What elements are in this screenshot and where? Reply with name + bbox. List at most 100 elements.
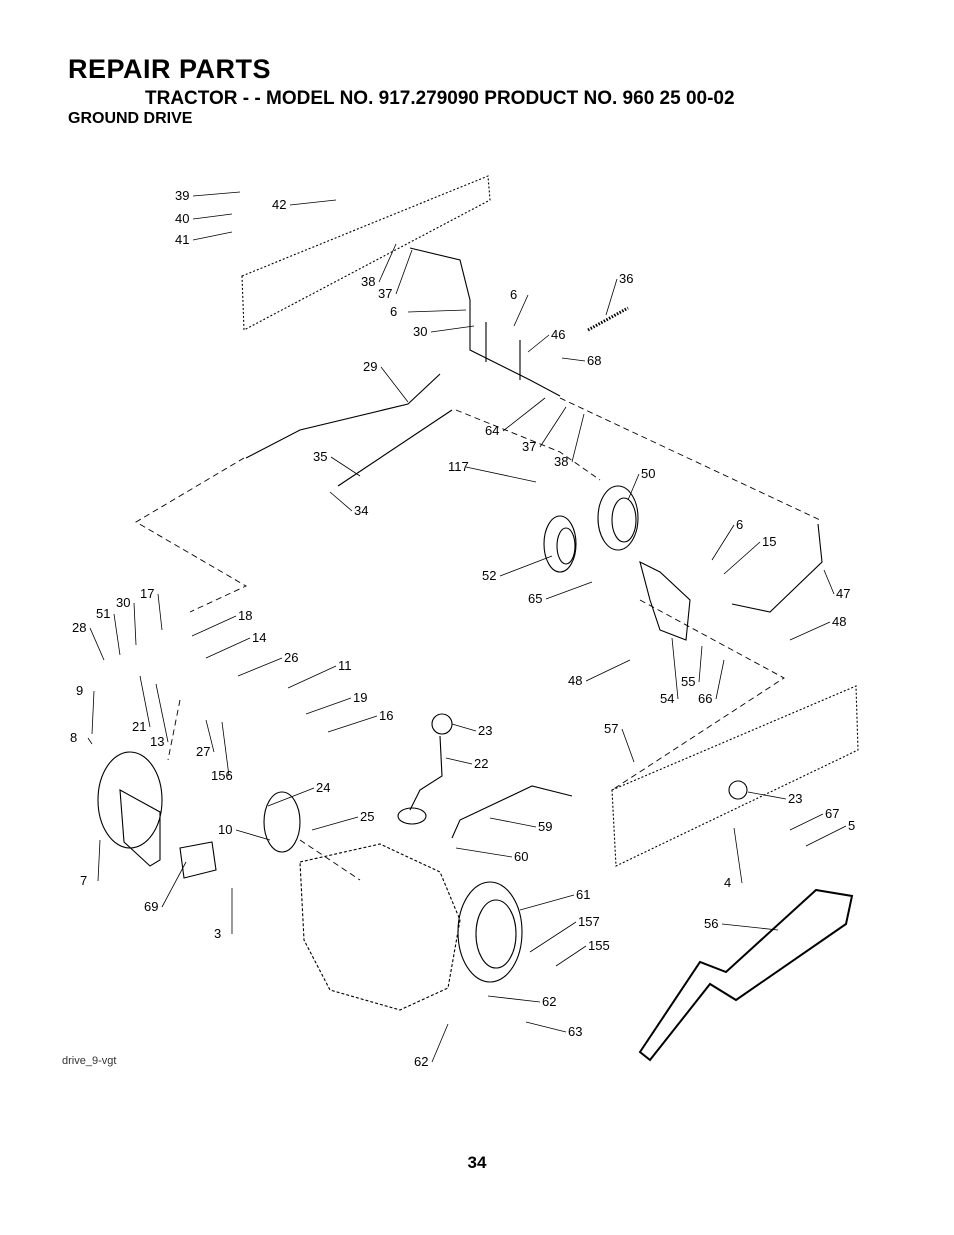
leader-line	[97, 839, 101, 882]
callout-14: 14	[205, 630, 266, 659]
frame-rail-lower	[611, 685, 859, 867]
part-number-label: 42	[272, 197, 286, 212]
callout-16: 16	[327, 708, 393, 733]
part-number-label: 5	[848, 818, 855, 833]
callout-27: 27	[196, 719, 215, 759]
callout-48: 48	[789, 614, 846, 641]
leader-line	[87, 737, 93, 745]
callout-7: 7	[80, 839, 101, 888]
part-number-label: 6	[736, 517, 743, 532]
leader-line	[89, 627, 105, 661]
leader-line	[407, 309, 467, 313]
callout-29: 29	[363, 359, 409, 403]
leader-line	[585, 659, 631, 682]
part-number-label: 8	[70, 730, 77, 745]
knob-23b	[728, 780, 748, 800]
leader-line	[525, 1021, 567, 1033]
leader-line	[513, 294, 529, 327]
axle-hub	[97, 751, 163, 849]
leader-line	[733, 827, 743, 884]
leader-line	[789, 813, 824, 831]
part-number-label: 117	[448, 459, 469, 474]
assembly-lines	[135, 397, 821, 881]
rod-35	[337, 409, 453, 487]
leader-line	[378, 243, 397, 283]
part-number-label: 41	[175, 232, 189, 247]
callout-10: 10	[218, 822, 271, 841]
part-number-label: 47	[836, 586, 850, 601]
callout-4: 4	[724, 827, 743, 890]
callout-156: 156	[211, 721, 233, 783]
part-number-label: 4	[724, 875, 731, 890]
part-number-label: 18	[238, 608, 252, 623]
callout-6: 6	[711, 517, 743, 561]
leader-line	[561, 357, 586, 362]
transaxle	[299, 843, 461, 1011]
callout-8: 8	[70, 730, 93, 745]
callout-6: 6	[510, 287, 529, 327]
part-number-label: 48	[832, 614, 846, 629]
part-number-label: 69	[144, 899, 158, 914]
leader-line	[133, 602, 137, 646]
part-number-label: 16	[379, 708, 393, 723]
leader-line	[671, 637, 679, 700]
leader-line	[715, 659, 725, 700]
callout-21: 21	[132, 675, 151, 734]
leader-line	[431, 1023, 449, 1063]
callout-36: 36	[605, 271, 633, 316]
callout-19: 19	[305, 690, 367, 715]
part-number-label: 51	[96, 606, 110, 621]
callout-22: 22	[445, 756, 488, 771]
leader-line	[113, 613, 121, 656]
leader-line	[380, 366, 409, 403]
part-number-label: 11	[338, 658, 352, 673]
model-line: TRACTOR - - MODEL NO. 917.279090 PRODUCT…	[145, 88, 735, 109]
callout-48: 48	[568, 659, 631, 688]
part-number-label: 29	[363, 359, 377, 374]
leader-line	[545, 581, 593, 600]
part-number-label: 21	[132, 719, 146, 734]
part-number-label: 22	[474, 756, 488, 771]
part-number-label: 46	[551, 327, 565, 342]
leader-line	[519, 894, 575, 911]
callout-35: 35	[313, 449, 361, 477]
part-number-label: 26	[284, 650, 298, 665]
callout-38: 38	[554, 413, 585, 469]
part-number-label: 60	[514, 849, 528, 864]
part-number-label: 30	[413, 324, 427, 339]
leader-line	[489, 817, 537, 828]
callout-39: 39	[175, 188, 241, 203]
leader-line	[139, 675, 151, 728]
part-number-label: 36	[619, 271, 633, 286]
part-number-label: 23	[478, 723, 492, 738]
diagram-subtitle: GROUND DRIVE	[68, 110, 193, 127]
callout-64: 64	[485, 397, 546, 438]
part-number-label: 35	[313, 449, 327, 464]
leader-line	[455, 847, 513, 858]
leader-line	[571, 413, 585, 463]
part-number-label: 156	[211, 768, 233, 783]
part-number-label: 54	[660, 691, 674, 706]
callout-117: 117	[448, 459, 537, 483]
callout-63: 63	[525, 1021, 582, 1039]
callout-5: 5	[805, 818, 855, 847]
leader-line	[192, 231, 233, 241]
part-number-label: 40	[175, 211, 189, 226]
callout-61: 61	[519, 887, 590, 911]
part-number-label: 157	[578, 914, 600, 929]
part-number-label: 48	[568, 673, 582, 688]
pedal-bracket	[485, 322, 521, 380]
callout-155: 155	[555, 938, 610, 967]
leader-line	[627, 473, 640, 501]
leader-line	[711, 524, 735, 561]
leader-line	[237, 657, 283, 677]
part-number-label: 15	[762, 534, 776, 549]
leader-line	[721, 923, 779, 931]
leader-line	[327, 715, 378, 733]
leader-line	[289, 199, 337, 206]
leader-line	[205, 719, 215, 753]
part-number-label: 62	[414, 1054, 428, 1069]
leader-line	[221, 721, 230, 777]
leader-line	[287, 665, 337, 689]
callout-62: 62	[487, 994, 556, 1009]
